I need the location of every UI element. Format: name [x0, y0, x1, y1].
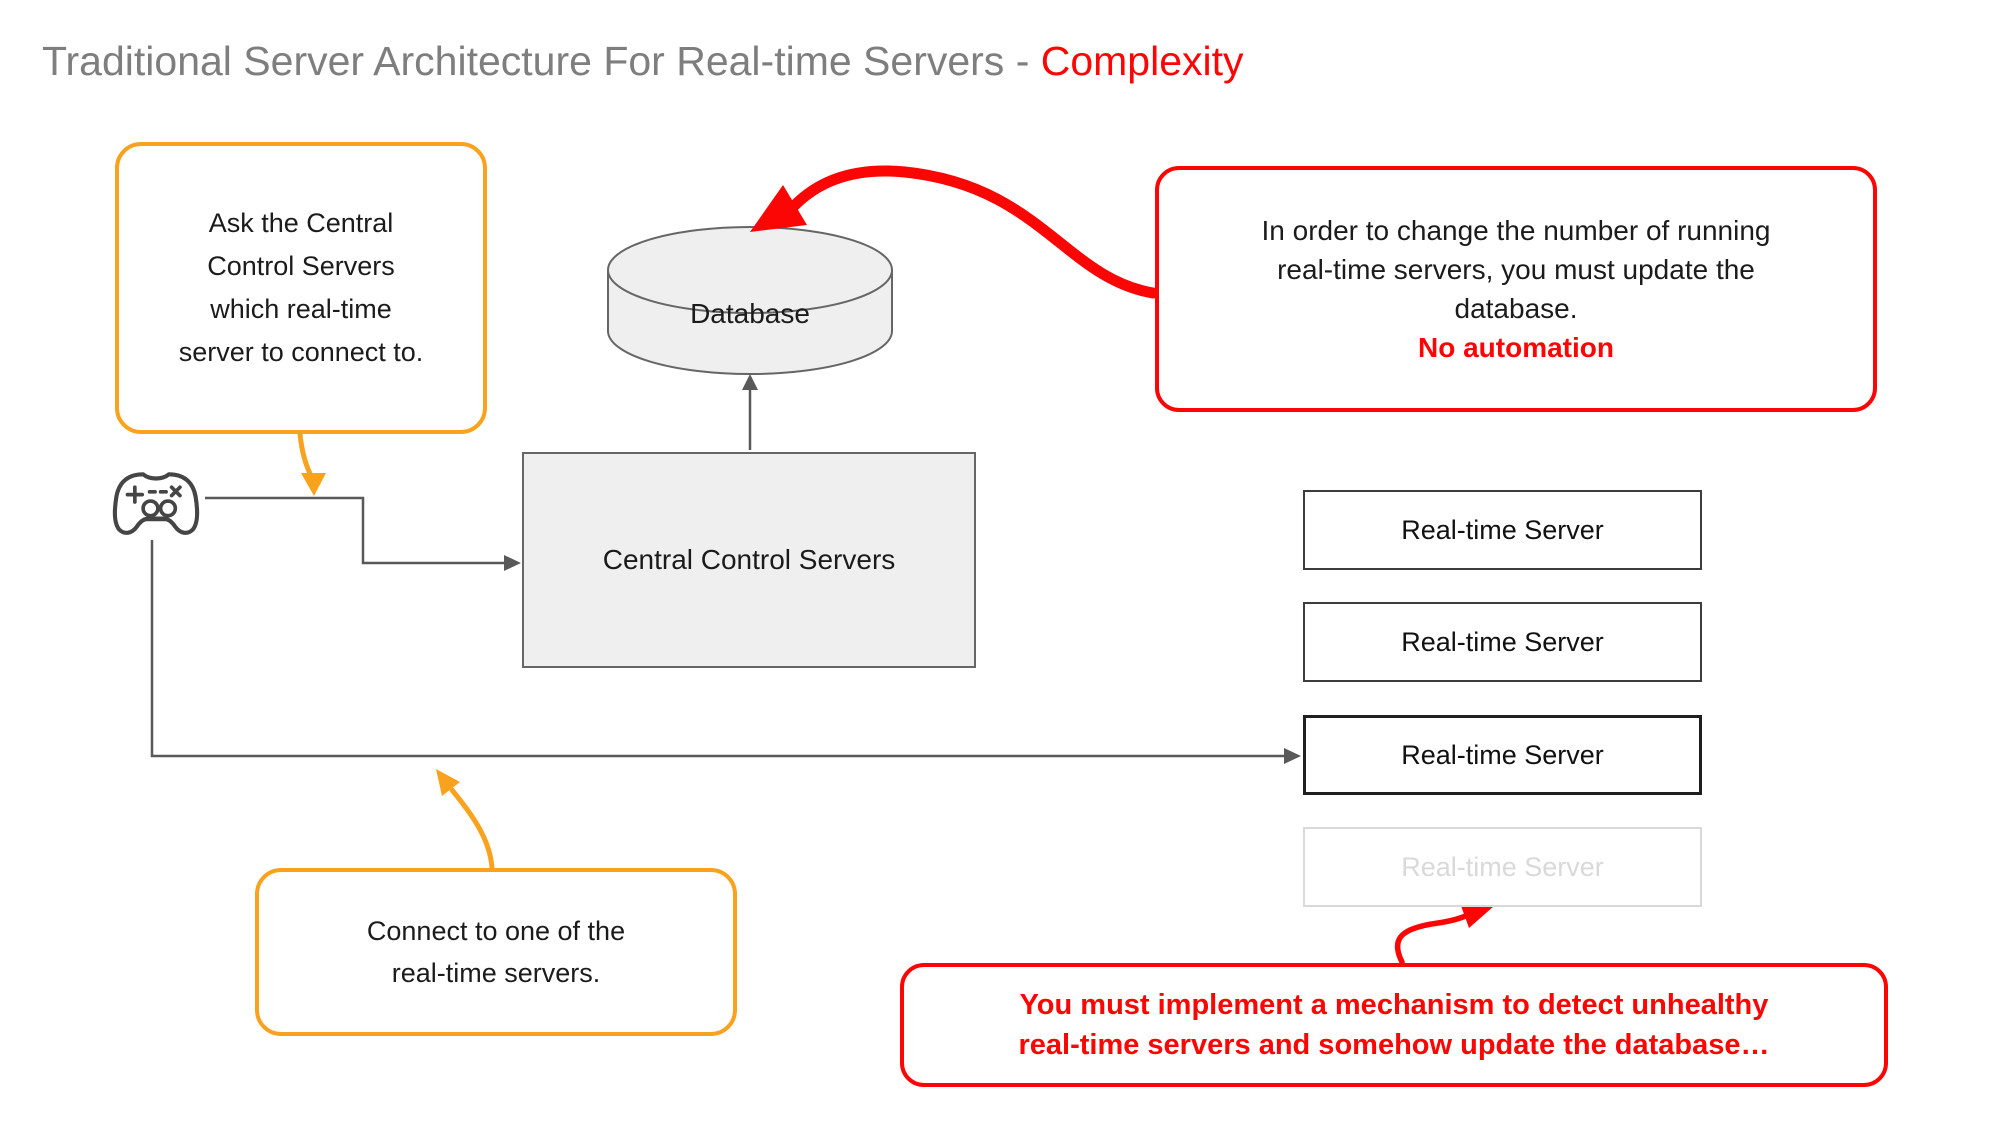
realtime-server-node-2: Real-time Server [1303, 602, 1702, 682]
page-title: Traditional Server Architecture For Real… [42, 38, 1244, 85]
callout-ask-central: Ask the Central Control Servers which re… [115, 142, 487, 434]
callout-line: database. [1454, 293, 1578, 324]
game-controller-icon [112, 472, 200, 535]
callout-line: Ask the Central [208, 208, 394, 238]
central-control-servers-label: Central Control Servers [602, 544, 896, 575]
page-title-accent: Complexity [1040, 38, 1244, 84]
realtime-server-node-4-unhealthy: Real-time Server [1303, 827, 1702, 907]
connector-central-to-database [742, 374, 758, 450]
realtime-server-node-3: Real-time Server [1303, 715, 1702, 795]
callout-line: server to connect to. [178, 337, 424, 367]
realtime-server-node-1: Real-time Server [1303, 490, 1702, 570]
arrow-ask-callout [297, 431, 326, 496]
callout-connect: Connect to one of the real-time servers. [255, 868, 737, 1036]
callout-line: real-time servers. [391, 958, 601, 988]
realtime-server-label: Real-time Server [1401, 851, 1604, 882]
callout-line: Control Servers [207, 251, 395, 281]
callout-line: real-time servers and somehow update the… [1018, 1029, 1770, 1061]
arrow-detect-callout [1394, 903, 1494, 965]
page-title-main: Traditional Server Architecture For Real… [42, 38, 1041, 84]
callout-line: In order to change the number of running [1261, 215, 1771, 246]
callout-detect-unhealthy: You must implement a mechanism to detect… [900, 963, 1888, 1087]
callout-line: real-time servers, you must update the [1277, 254, 1755, 285]
no-automation-label: No automation [1418, 332, 1614, 363]
connector-client-to-central [205, 496, 521, 571]
callout-line: which real-time [210, 294, 392, 324]
arrow-update-database [750, 165, 1159, 299]
arrow-connect-callout [436, 769, 495, 871]
database-label: Database [690, 298, 810, 329]
callout-line: Connect to one of the [366, 916, 626, 946]
realtime-server-label: Real-time Server [1401, 514, 1604, 545]
callout-line: You must implement a mechanism to detect… [1019, 989, 1769, 1021]
callout-update-database: In order to change the number of running… [1155, 166, 1877, 412]
realtime-server-label: Real-time Server [1401, 626, 1604, 657]
realtime-server-label: Real-time Server [1401, 739, 1604, 770]
central-control-servers-node: Central Control Servers [522, 452, 976, 668]
